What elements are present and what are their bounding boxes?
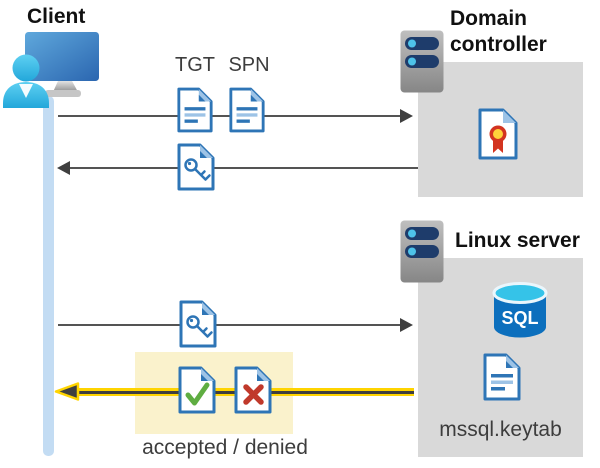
- keytab-label: mssql.keytab: [439, 418, 562, 441]
- domain-controller-server-icon: [400, 30, 444, 93]
- client-title: Client: [27, 5, 86, 28]
- tgt-document-icon: [177, 87, 213, 133]
- client-computer-icon: [3, 32, 99, 108]
- keytab-document-icon: [483, 353, 521, 401]
- domain-controller-title: Domain controller: [450, 7, 547, 57]
- certificate-document-icon: [478, 108, 518, 160]
- service-key-document-icon: [179, 300, 217, 348]
- linux-server-title: Linux server: [455, 229, 580, 252]
- linux-server-server-icon: [400, 220, 444, 283]
- arrow-result-head: [54, 382, 80, 401]
- user-icon: [3, 54, 49, 108]
- arrow-ticket-response: [70, 167, 418, 169]
- sql-database-icon: SQL: [492, 282, 548, 338]
- accepted-document-icon: [178, 366, 216, 414]
- result-label: accepted / denied: [142, 436, 308, 459]
- spn-label: SPN: [228, 54, 270, 76]
- denied-document-icon: [234, 366, 272, 414]
- monitor-icon: [25, 32, 99, 97]
- check-icon: [185, 382, 210, 406]
- client-lifeline: [43, 96, 54, 456]
- arrow-service-request-head: [400, 318, 413, 332]
- x-icon: [243, 384, 264, 405]
- arrow-service-request: [58, 324, 402, 326]
- arrow-ticket-response-head: [57, 161, 70, 175]
- key-document-icon: [177, 143, 215, 191]
- spn-document-icon: [229, 87, 265, 133]
- sql-label: SQL: [501, 308, 538, 328]
- tgt-label: TGT: [175, 54, 215, 76]
- arrow-ticket-request-head: [400, 109, 413, 123]
